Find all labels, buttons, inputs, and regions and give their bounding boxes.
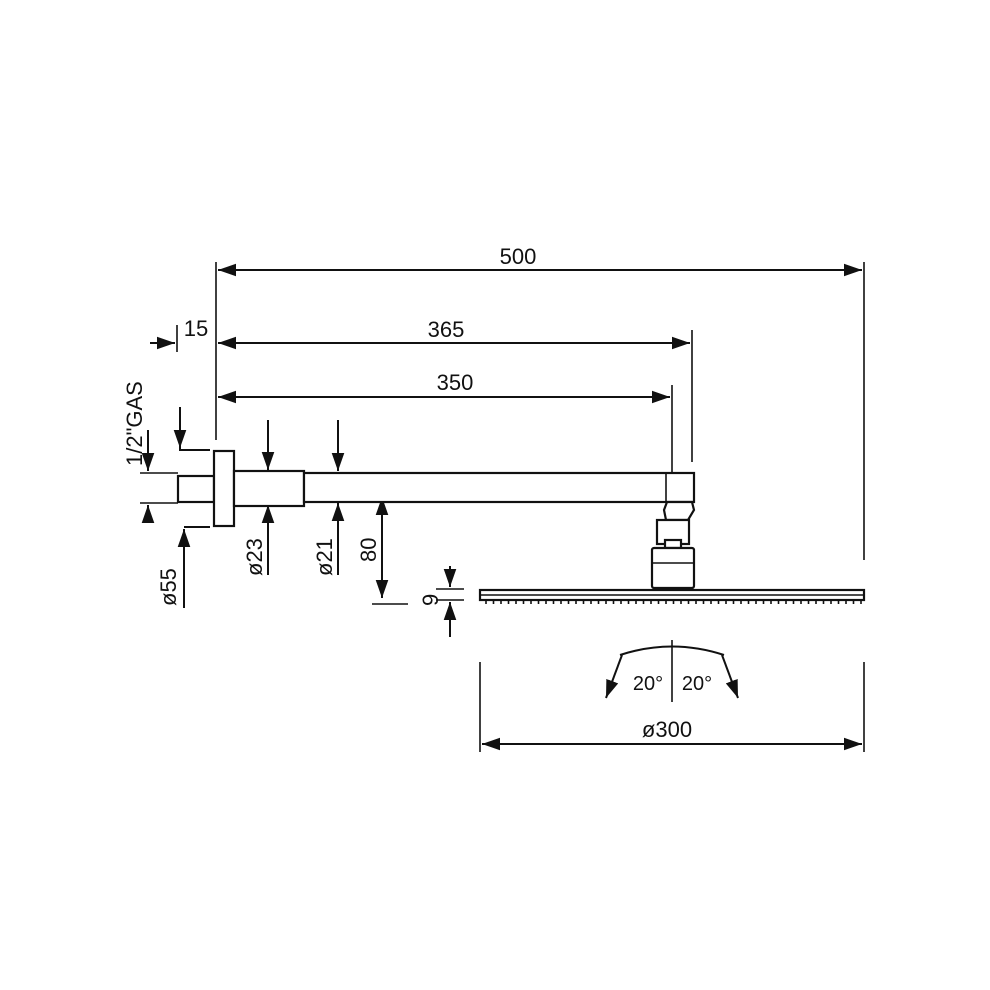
label-overall-length: 500 bbox=[500, 244, 537, 269]
label-arm-to-center: 365 bbox=[428, 317, 465, 342]
dimension-overall-length: 500 bbox=[215, 244, 865, 560]
shower-head bbox=[478, 588, 866, 604]
dimension-arm-to-center: 365 bbox=[218, 317, 693, 462]
threaded-connector bbox=[176, 474, 216, 504]
label-head-diameter: ø300 bbox=[642, 717, 692, 742]
label-drop-height: 80 bbox=[356, 538, 381, 562]
label-arm-diameter-small: ø21 bbox=[312, 538, 337, 576]
dimension-thread: 1/2"GAS bbox=[122, 381, 178, 523]
shower-arm-assembly bbox=[176, 449, 696, 590]
dimension-wall-offset: 15 bbox=[150, 316, 208, 352]
label-flange-diameter: ø55 bbox=[156, 568, 181, 606]
label-arm-diameter-large: ø23 bbox=[242, 538, 267, 576]
label-wall-offset: 15 bbox=[184, 316, 208, 341]
joint-nut bbox=[663, 538, 683, 550]
head-hub bbox=[650, 546, 696, 590]
label-head-thickness: 9 bbox=[418, 594, 443, 606]
dimension-flange-diameter: ø55 bbox=[156, 407, 210, 608]
dimension-arm-length: 350 bbox=[218, 370, 673, 498]
dimension-tilt-angle: 20° 20° bbox=[605, 640, 739, 702]
label-tilt-right: 20° bbox=[682, 673, 712, 695]
nozzle-row bbox=[485, 600, 862, 604]
arm-collar bbox=[232, 469, 306, 508]
shower-arm bbox=[302, 471, 696, 504]
dimension-arm-diameter-large: ø23 bbox=[242, 420, 275, 576]
swivel-joint bbox=[662, 500, 696, 522]
label-tilt-left: 20° bbox=[633, 673, 663, 695]
dimension-head-thickness: 9 bbox=[418, 566, 464, 637]
dimension-drop-height: 80 bbox=[356, 490, 408, 605]
wall-flange bbox=[212, 449, 236, 528]
label-arm-length: 350 bbox=[437, 370, 474, 395]
label-thread: 1/2"GAS bbox=[122, 381, 147, 466]
dimension-arm-diameter-small: ø21 bbox=[312, 420, 345, 576]
dimension-head-diameter: ø300 bbox=[479, 662, 865, 752]
